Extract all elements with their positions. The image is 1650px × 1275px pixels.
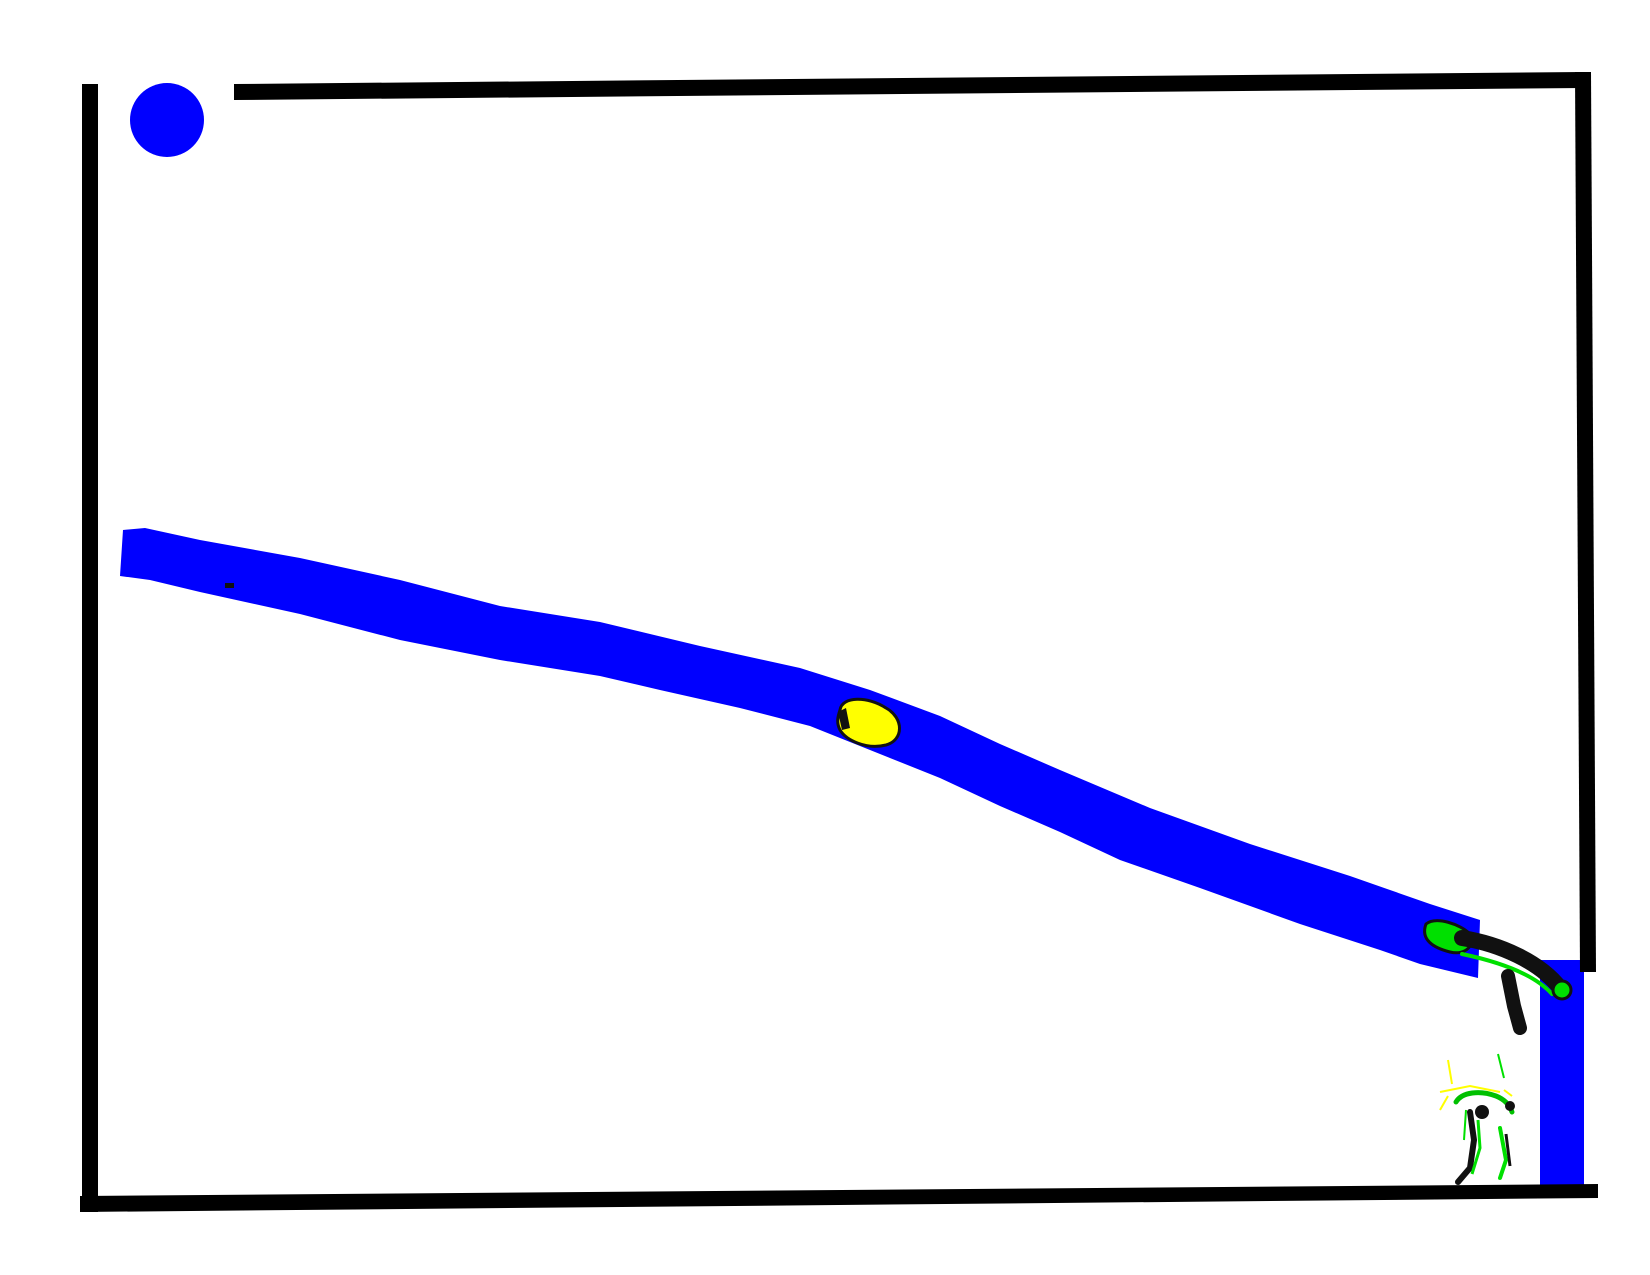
green-knob [1551, 979, 1573, 1001]
figure-spark-green [1463, 1053, 1505, 1141]
figure-leg-right-dark [1504, 1133, 1512, 1167]
dark-curve [1454, 930, 1568, 996]
dark-drip [1501, 969, 1527, 1035]
boundary-walls [80, 72, 1598, 1212]
ramp-speck [225, 583, 234, 588]
doodle-figure[interactable] [1439, 1053, 1515, 1185]
ball[interactable] [130, 83, 204, 157]
yellow-blob-shadow [838, 708, 850, 730]
wall-left [82, 84, 98, 1212]
yellow-blob[interactable] [836, 697, 901, 748]
wall-bottom [80, 1184, 1598, 1212]
dark-curve-green-edge [1460, 952, 1554, 996]
wall-top [234, 72, 1583, 100]
figure-leg-right [1498, 1126, 1509, 1180]
figure-leg-left-green [1470, 1119, 1482, 1175]
figure-eye-left [1475, 1105, 1489, 1119]
yellow-blob-fill [836, 697, 901, 748]
ramp-end-scribble[interactable] [1423, 919, 1573, 1035]
figure-eye-right [1505, 1101, 1515, 1111]
wall-right-upper [1575, 72, 1596, 972]
figure-leg-left [1455, 1109, 1478, 1185]
figure-spark-yellow [1439, 1059, 1513, 1111]
blue-ramp[interactable] [120, 528, 1480, 978]
